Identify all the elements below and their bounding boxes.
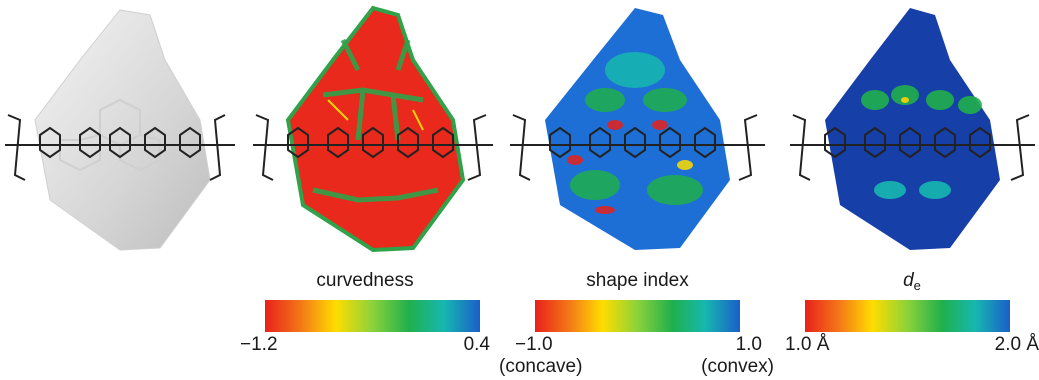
color-gradient-bar	[805, 300, 1010, 332]
shape-index-colorbar: shape index −1.0 1.0 (concave) (convex)	[499, 270, 774, 380]
colorbar-title: de	[785, 270, 1039, 297]
molecule-structure	[5, 114, 235, 181]
molecule-structure	[790, 114, 1035, 181]
hirshfeld-surface-plain	[0, 0, 245, 262]
de-colorbar: de 1.0 Å 2.0 Å	[785, 270, 1039, 380]
colorbar-min-sublabel: (concave)	[499, 356, 583, 377]
de-surface-graphic	[790, 8, 1035, 250]
title-subscript: e	[913, 278, 921, 293]
plain-surface-graphic	[5, 9, 235, 251]
curvedness-surface	[248, 0, 498, 262]
colorbar-min-label: −1.2	[240, 334, 278, 355]
molecule-structure	[510, 114, 765, 181]
colorbar-max-label: 0.4	[463, 334, 490, 355]
shape-index-surface	[505, 0, 770, 262]
title-main: d	[903, 270, 914, 291]
curvedness-surface-graphic	[253, 5, 493, 253]
colorbar-max-label: 1.0	[735, 334, 762, 355]
colorbar-min-label: −1.0	[515, 334, 553, 355]
shape-index-surface-graphic	[510, 8, 765, 250]
colorbar-min-label: 1.0 Å	[785, 334, 830, 355]
de-surface	[785, 0, 1039, 262]
molecule-structure	[253, 114, 493, 181]
colorbar-title: curvedness	[316, 270, 414, 291]
colorbar-max-label: 2.0 Å	[994, 334, 1039, 355]
colorbar-title: shape index	[586, 270, 689, 291]
curvedness-colorbar: curvedness −1.2 0.4	[240, 270, 490, 380]
color-gradient-bar	[535, 300, 740, 332]
color-gradient-bar	[265, 300, 480, 332]
colorbar-max-sublabel: (convex)	[701, 356, 774, 377]
